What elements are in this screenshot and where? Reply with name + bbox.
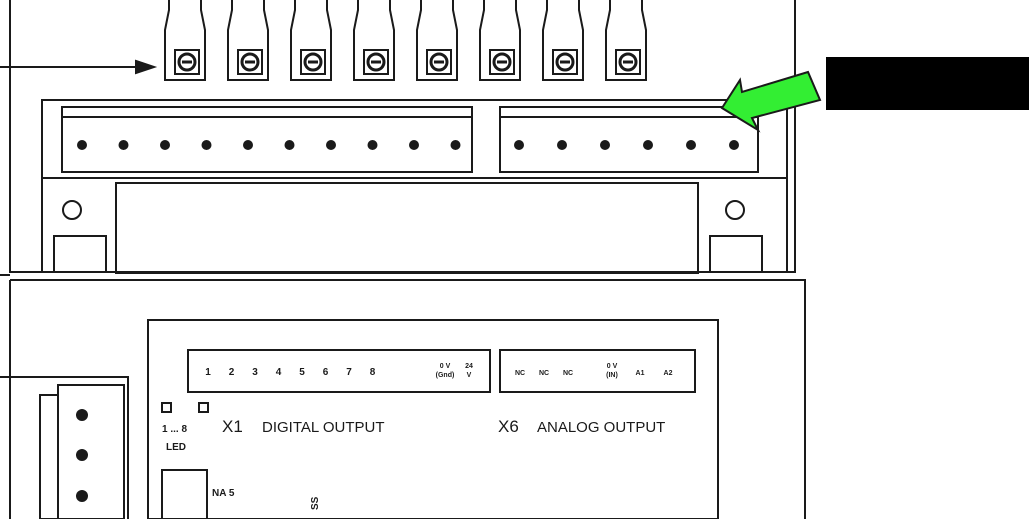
x1-pin-label: 5 <box>299 367 305 378</box>
terminal-pin <box>201 140 212 150</box>
lower-left-plug <box>0 376 129 519</box>
top-screw-terminal <box>164 0 206 81</box>
terminal-block-x6 <box>499 106 759 173</box>
left-foot <box>53 235 107 273</box>
top-screw-terminal <box>290 0 332 81</box>
printed-x1-connector <box>187 349 491 393</box>
label-plate <box>147 319 719 519</box>
x6-aux-pin-label: A2 <box>664 370 673 377</box>
terminal-block-x1 <box>61 106 473 173</box>
x6-aux-pin-label: (IN) <box>606 372 618 379</box>
x1-aux-pin-label: 0 V <box>440 363 451 370</box>
terminal-pin <box>600 140 610 150</box>
terminal-pin <box>729 140 739 150</box>
x1-pin-label: 2 <box>229 367 235 378</box>
printed-x6-connector <box>499 349 696 393</box>
terminal-pin <box>77 140 87 150</box>
plug-pin-row <box>76 409 88 502</box>
terminal-pin <box>557 140 567 150</box>
terminal-pin <box>118 140 129 150</box>
center-window <box>115 182 699 274</box>
x1-connector-label: X1 <box>222 417 243 436</box>
right-mounting-screw <box>725 200 745 220</box>
terminal-pin <box>686 140 696 150</box>
terminal-pin <box>243 140 253 150</box>
upper-housing <box>9 0 796 273</box>
top-screw-terminal <box>416 0 458 81</box>
x1-pin-label: 1 <box>205 367 211 378</box>
top-screw-row <box>164 0 647 81</box>
terminal-pin <box>284 140 295 150</box>
plug-pin <box>76 490 88 502</box>
led-range: 1 ... 8 <box>162 424 187 435</box>
right-foot <box>709 235 763 273</box>
top-screw-terminal <box>227 0 269 81</box>
lower-side-text: SS <box>310 496 321 510</box>
x1-pin-label: 3 <box>252 367 258 378</box>
terminal-pin <box>450 140 461 150</box>
terminal-pin-row <box>77 140 739 150</box>
green-arrow-icon <box>720 70 822 133</box>
x1-pin-label: 8 <box>370 367 376 378</box>
printed-x1-pin-row: 1 2 3 4 5 6 7 8 0 V (Gnd) 24V <box>205 363 473 379</box>
terminal-pin <box>514 140 524 150</box>
led-8-icon <box>198 402 209 413</box>
terminal-frame <box>41 99 788 179</box>
pointer-arrowhead <box>135 59 158 75</box>
terminal-pin <box>409 140 419 150</box>
x1-aux-pin-label: (Gnd) <box>436 372 455 379</box>
x1-pin-label: 4 <box>276 367 282 378</box>
lower-connector-body <box>161 469 208 519</box>
terminal-pin <box>643 140 653 150</box>
x6-aux-pin-label: 0 V <box>607 363 618 370</box>
left-mounting-screw <box>62 200 82 220</box>
x6-pin-label: NC <box>515 370 525 377</box>
terminal-pin <box>160 140 170 150</box>
x6-aux-pin-label: A1 <box>636 370 645 377</box>
redaction-box <box>826 57 1029 110</box>
terminal-pin <box>367 140 378 150</box>
x1-title: DIGITAL OUTPUT <box>262 419 385 436</box>
top-screw-terminal <box>479 0 521 81</box>
x1-aux-pin-label: V <box>467 372 472 379</box>
x6-pin-label: NC <box>563 370 573 377</box>
lower-housing <box>10 279 806 519</box>
plug-pin <box>76 409 88 421</box>
plug-pin <box>76 449 88 461</box>
x6-title: ANALOG OUTPUT <box>537 419 665 436</box>
x6-pin-label: NC <box>539 370 549 377</box>
printed-x6-pin-row: NC NC NC 0 V (IN) A1 A2 <box>515 363 673 379</box>
terminal-pin <box>326 140 336 150</box>
x1-aux-pin-label: 24 <box>465 363 473 370</box>
led-label: LED <box>166 442 186 453</box>
x1-pin-label: 6 <box>323 367 329 378</box>
top-screw-terminal <box>605 0 647 81</box>
led-1-icon <box>161 402 172 413</box>
lower-connector-label: NA 5 <box>212 488 235 499</box>
x6-connector-label: X6 <box>498 417 519 436</box>
top-screw-terminal <box>542 0 584 81</box>
x1-pin-label: 7 <box>346 367 352 378</box>
top-screw-terminal <box>353 0 395 81</box>
